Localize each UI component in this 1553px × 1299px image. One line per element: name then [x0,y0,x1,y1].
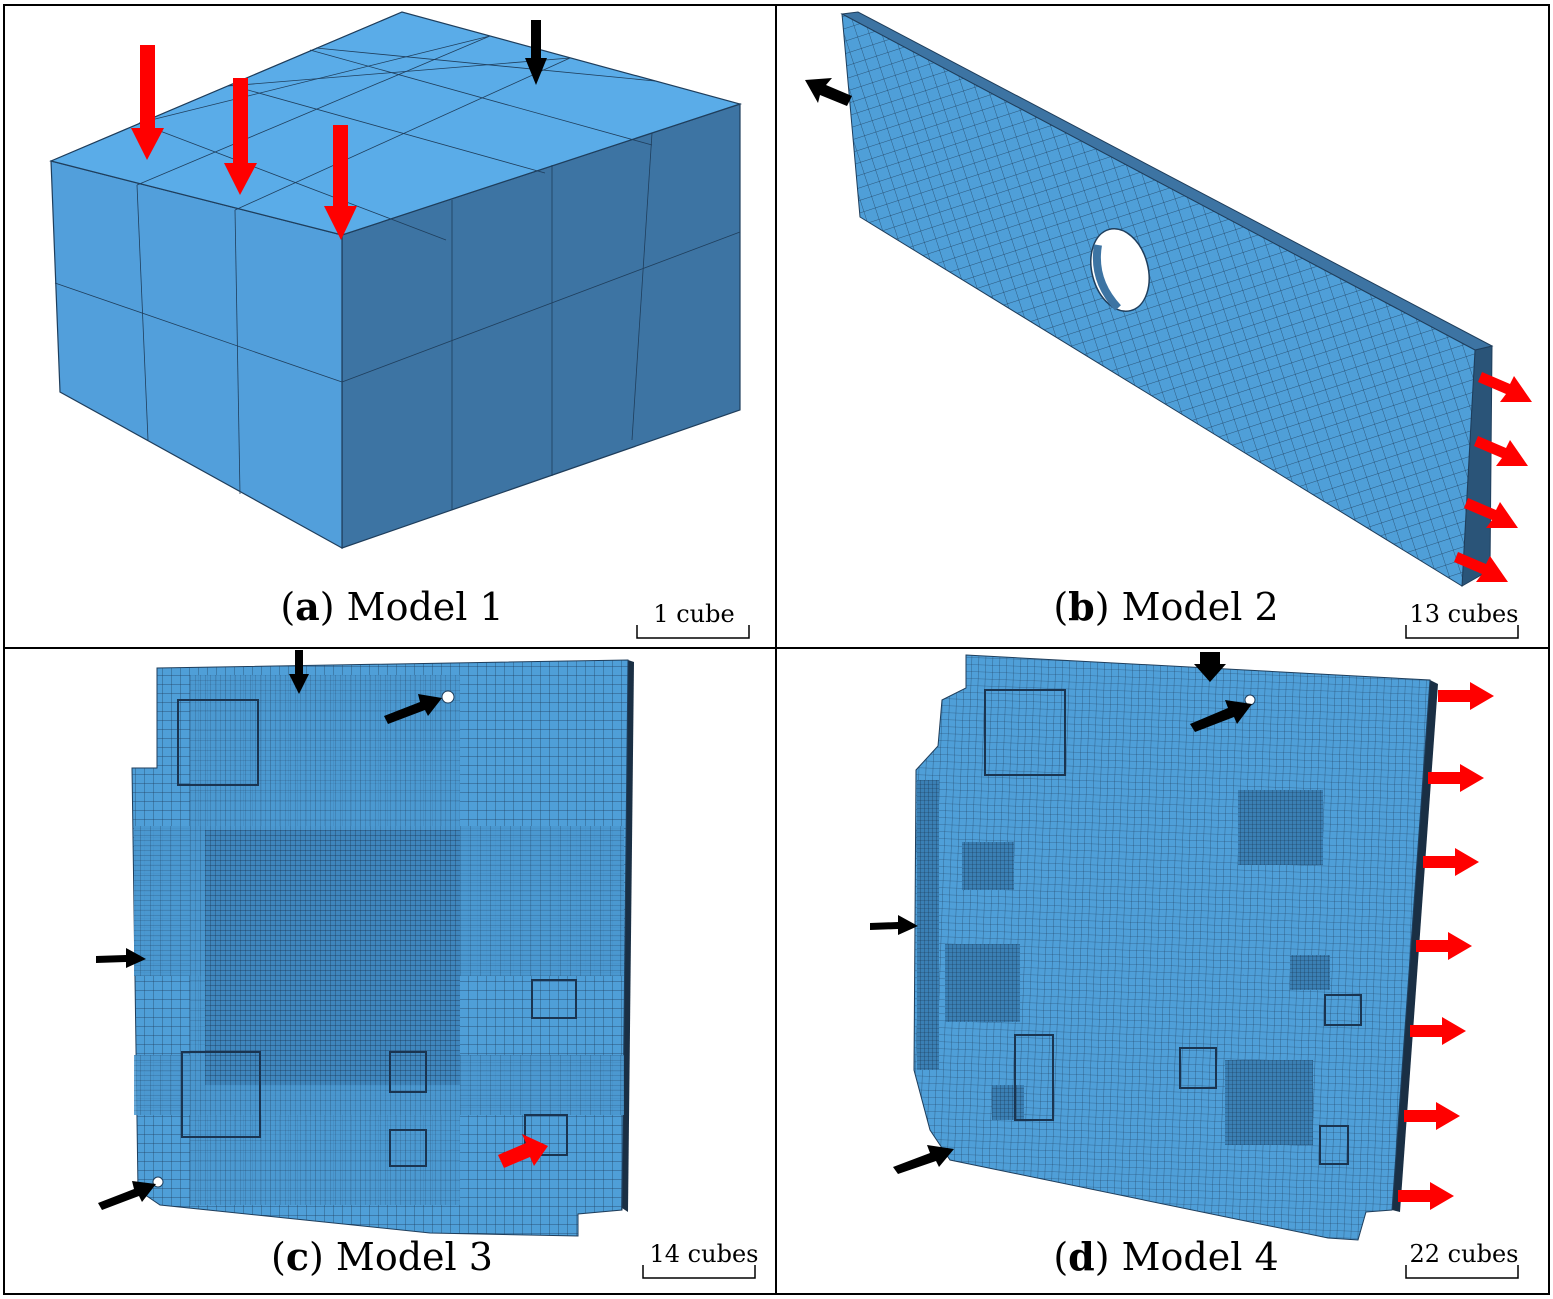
model-4-plate [913,654,1438,1241]
load-arrow [1454,552,1508,582]
support-arrow [525,20,547,85]
caption-a: (a) Model 1 [280,584,503,629]
load-arrow [1410,1017,1466,1045]
dense-mesh-region [205,830,460,1085]
model-2-loads [805,78,1532,582]
load-arrow [1423,848,1479,876]
block-grid-lines [50,11,741,510]
support-arrow [870,915,918,935]
support-arrow [289,650,309,694]
scale-bar-d: 22 cubes [1405,1240,1519,1279]
support-arrow [96,948,146,968]
support-arrow [384,694,442,724]
load-arrow [1428,764,1484,792]
support-arrow [893,1145,954,1174]
mesh-pads [177,699,577,1167]
scale-label: 14 cubes [650,1240,759,1268]
load-arrow [1416,932,1472,960]
support-arrow [1190,700,1252,732]
scale-label: 22 cubes [1410,1240,1519,1268]
load-arrow [1404,1102,1460,1130]
load-arrow [1478,372,1532,402]
plate-face [841,13,1476,587]
load-arrow [1438,682,1494,710]
mesh-pads [984,689,1362,1165]
model-3-plate [131,659,634,1237]
load-arrow [224,78,257,195]
scale-bar-a: 1 cube [636,600,750,639]
support-arrow [805,78,852,106]
load-arrow [324,125,357,240]
scale-label: 1 cube [653,600,734,628]
load-arrow [498,1134,548,1168]
support-arrow [1194,652,1226,682]
support-arrow [98,1181,156,1210]
model-4-loads [870,652,1494,1210]
caption-b: (b) Model 2 [1053,584,1278,629]
load-arrow [131,45,164,160]
caption-d: (d) Model 4 [1053,1234,1278,1279]
load-arrow [1398,1182,1454,1210]
panel-frame [3,4,1550,1295]
scale-bar-b: 13 cubes [1405,600,1519,639]
load-arrow [1474,436,1528,466]
plate-hole [441,690,455,704]
dense-mesh-region [945,790,1330,1145]
model-3-loads [96,650,548,1210]
scale-label: 13 cubes [1410,600,1519,628]
load-arrow [1464,498,1518,528]
scale-bar-c: 14 cubes [642,1240,759,1279]
model-1-block [49,11,743,550]
caption-c: (c) Model 3 [271,1234,493,1279]
model-1-loads [131,20,547,240]
model-2-plate [840,11,1494,587]
